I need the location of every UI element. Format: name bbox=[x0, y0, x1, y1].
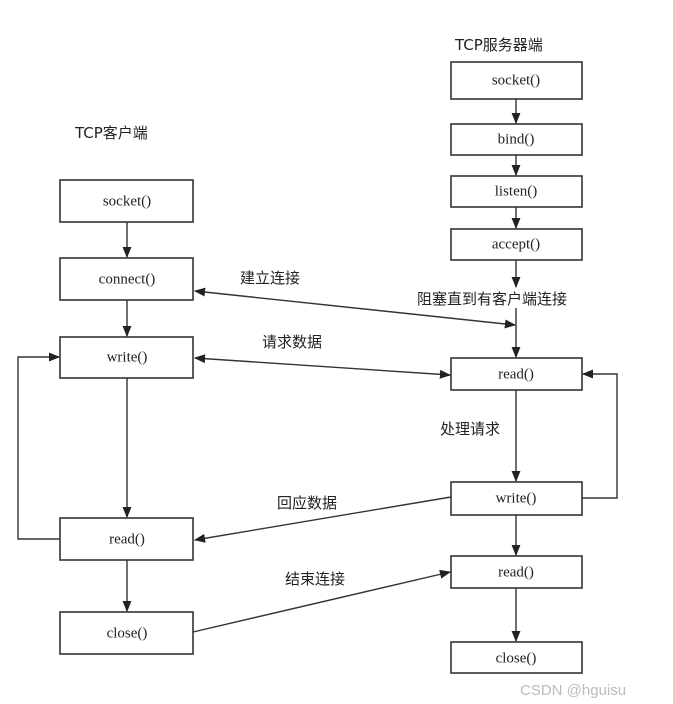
server-accept-box: accept() bbox=[450, 228, 583, 261]
watermark: CSDN @hguisu bbox=[520, 682, 626, 699]
label-blocking: 阻塞直到有客户端连接 bbox=[417, 290, 567, 308]
client-connect-box: connect() bbox=[59, 257, 194, 301]
server-read2-label: read() bbox=[498, 564, 534, 580]
client-socket-label: socket() bbox=[103, 193, 151, 209]
finish-connection-arrow bbox=[192, 569, 452, 633]
client-close-label: close() bbox=[107, 625, 148, 641]
label-response: 回应数据 bbox=[277, 494, 337, 512]
client-read-label: read() bbox=[109, 531, 145, 547]
client-close-box: close() bbox=[59, 611, 194, 655]
server-socket-label: socket() bbox=[492, 72, 540, 88]
server-write-label: write() bbox=[496, 490, 537, 506]
server-listen-label: listen() bbox=[495, 183, 538, 199]
server-close-label: close() bbox=[496, 650, 537, 666]
client-title: TCP客户端 bbox=[74, 124, 148, 142]
label-finish: 结束连接 bbox=[285, 570, 345, 588]
client-socket-box: socket() bbox=[59, 179, 194, 223]
label-process: 处理请求 bbox=[440, 420, 500, 438]
client-write-box: write() bbox=[59, 336, 194, 379]
server-close-box: close() bbox=[450, 641, 583, 674]
client-flow-arrows bbox=[17, 222, 132, 613]
server-accept-label: accept() bbox=[492, 236, 540, 252]
server-read-box: read() bbox=[450, 357, 583, 391]
server-title: TCP服务器端 bbox=[454, 36, 543, 54]
label-establish: 建立连接 bbox=[240, 269, 300, 287]
server-bind-label: bind() bbox=[498, 131, 535, 147]
label-request: 请求数据 bbox=[262, 333, 322, 351]
server-socket-box: socket() bbox=[450, 61, 583, 100]
client-connect-label: connect() bbox=[99, 271, 156, 287]
client-write-label: write() bbox=[107, 349, 148, 365]
request-data-arrow bbox=[193, 354, 452, 379]
server-listen-box: listen() bbox=[450, 175, 583, 208]
server-write-box: write() bbox=[450, 481, 583, 516]
server-read-label: read() bbox=[498, 366, 534, 382]
client-read-box: read() bbox=[59, 517, 194, 561]
establish-connection-arrow bbox=[193, 287, 517, 329]
response-data-arrow bbox=[193, 496, 452, 543]
server-read2-box: read() bbox=[450, 555, 583, 589]
server-bind-box: bind() bbox=[450, 123, 583, 156]
